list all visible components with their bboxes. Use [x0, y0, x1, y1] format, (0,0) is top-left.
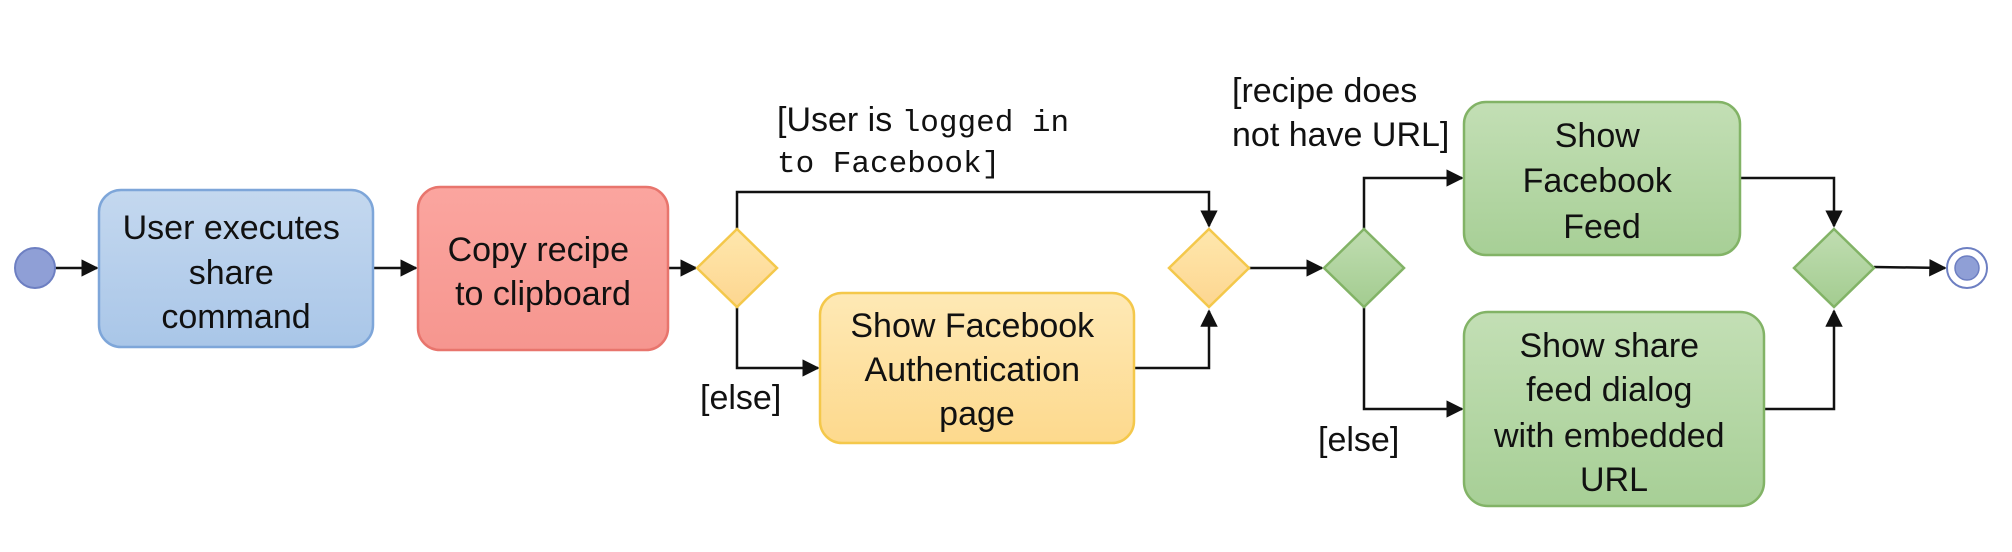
action-label-line: Show Facebook [850, 307, 1095, 345]
svg-text:Show Facebook Authentica: Show Facebook Authentication page [850, 307, 1103, 433]
edge-decision1-logged-in [735, 190, 1218, 229]
action-label-line: Show share [1520, 327, 1700, 365]
edge-decision1-else [735, 307, 820, 377]
action-label-line: with embedded [1493, 417, 1725, 455]
edge-merge2-to-end [1873, 259, 1947, 277]
action-label-line: URL [1580, 461, 1648, 499]
action-label-line: page [939, 395, 1015, 433]
svg-text:User executes share: User executes share command [123, 209, 350, 336]
action-label-line: command [161, 298, 310, 336]
guard-logged-in-part-a: [User is [777, 101, 902, 139]
action-label-line: Show [1555, 117, 1640, 155]
action-copy-recipe: Copy recipe to clipboard [416, 185, 670, 352]
action-label-line: feed dialog [1526, 371, 1692, 409]
edge-decision2-else [1362, 307, 1464, 418]
action-show-share-dialog: Show share feed dialog with embedded URL [1462, 310, 1766, 508]
edge-dialog-to-merge2 [1764, 309, 1843, 411]
action-execute-share-command: User executes share command [97, 188, 375, 349]
action-label-line: Facebook [1523, 162, 1673, 200]
guard-logged-in: [User is logged in to Facebook] [777, 101, 1079, 182]
action-label-line: Authentication [865, 351, 1081, 389]
guard-no-url: [recipe does not have URL] [1232, 72, 1449, 154]
action-label-line: share [189, 254, 274, 292]
guard-no-url-line: not have URL] [1232, 116, 1449, 154]
svg-text:Copy recipe to clipboard: Copy recipe to clipboard [448, 231, 639, 313]
action-label-line: Copy recipe [448, 231, 629, 269]
edges [53, 169, 1947, 418]
action-label-line: Feed [1563, 208, 1641, 246]
svg-text:Show share feed dialog: Show share feed dialog with embedded URL [1493, 327, 1734, 499]
decision-has-url [1322, 227, 1406, 309]
end-node [1946, 247, 1988, 289]
svg-text:Show Facebook Feed: Show Facebook Feed [1523, 117, 1682, 246]
edge-auth-to-merge1 [1134, 309, 1218, 370]
guard-logged-in-line2: to Facebook] [777, 147, 1000, 182]
merge-authentication [1167, 227, 1251, 309]
edge-feed-to-merge2 [1740, 176, 1843, 228]
action-show-facebook-feed: Show Facebook Feed [1462, 100, 1742, 257]
guard-else-auth: [else] [700, 379, 781, 417]
action-label-line: User executes [123, 209, 340, 247]
edge-decision2-no-url [1362, 169, 1464, 229]
guard-else-url: [else] [1318, 421, 1399, 459]
start-node [14, 247, 56, 289]
action-show-authentication: Show Facebook Authentication page [818, 291, 1136, 445]
merge-share [1792, 227, 1876, 309]
guard-no-url-line: [recipe does [1232, 72, 1417, 110]
guard-logged-in-part-b: logged in [902, 106, 1069, 141]
decision-logged-in [695, 227, 779, 309]
action-label-line: to clipboard [455, 275, 631, 313]
